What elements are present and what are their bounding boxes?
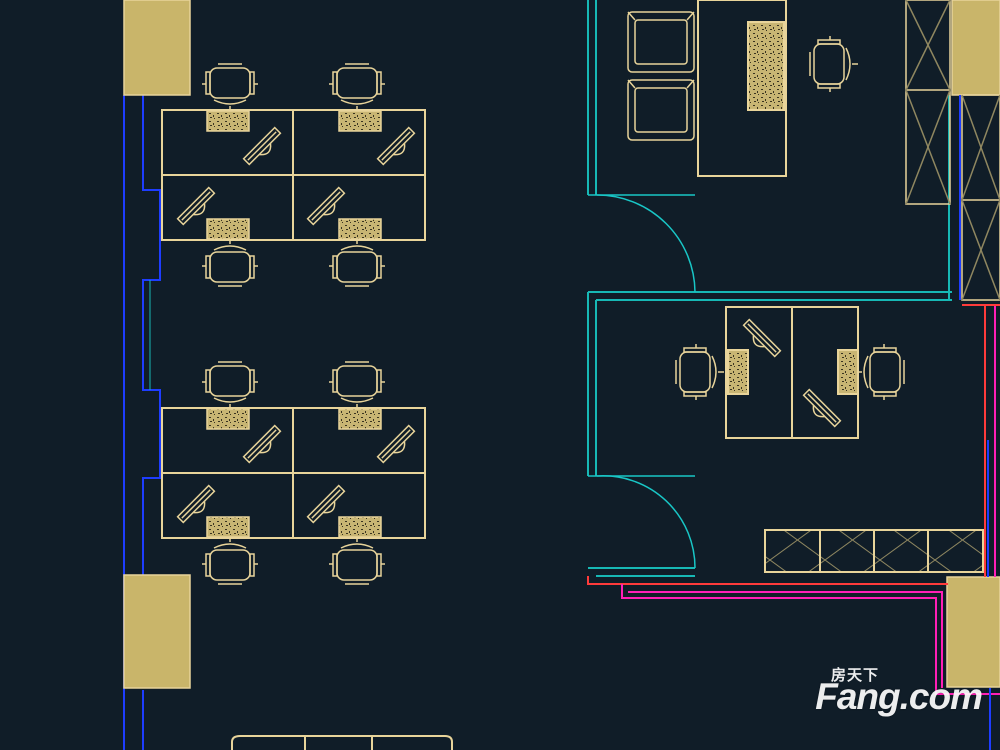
watermark-en: Fang.com xyxy=(815,676,983,717)
monitor-icon xyxy=(176,186,216,226)
office-chair-icon xyxy=(329,361,385,410)
door-swing-icon xyxy=(588,194,696,293)
workstation-cluster-lower xyxy=(161,407,426,539)
watermark-cn: 房天下 xyxy=(830,666,879,684)
monitor-icon xyxy=(742,318,782,358)
cpu-block xyxy=(338,408,382,430)
office-chair-icon xyxy=(202,361,258,410)
cpu-block xyxy=(206,408,250,430)
office-chair-icon xyxy=(202,63,258,112)
monitor-icon xyxy=(176,484,216,524)
cpu-block xyxy=(206,516,250,538)
right-window-wall xyxy=(959,95,991,750)
cpu-block xyxy=(206,218,250,240)
storage-cabinet-icon xyxy=(905,0,1000,301)
monitor-icon xyxy=(306,484,346,524)
column-bottom-left xyxy=(123,574,191,689)
cpu-block xyxy=(206,110,250,132)
structural-columns xyxy=(123,0,1000,689)
column-top-left xyxy=(123,0,191,96)
sofa-icon xyxy=(231,735,453,750)
door-swing-icon xyxy=(588,475,696,569)
column-bottom-right xyxy=(946,576,1000,688)
cpu-block xyxy=(338,516,382,538)
office-chair-icon xyxy=(856,344,905,400)
column-top-right xyxy=(951,0,1000,96)
monitor-icon xyxy=(242,424,282,464)
office-chair-icon xyxy=(202,238,258,287)
office-chair-icon xyxy=(202,536,258,585)
workstation-cluster-upper xyxy=(161,109,426,241)
office-chair-icon xyxy=(329,536,385,585)
manager-desk xyxy=(697,0,787,177)
office-chairs xyxy=(202,63,905,585)
office-chair-icon xyxy=(329,63,385,112)
office-chair-icon xyxy=(675,344,724,400)
monitor-icon xyxy=(376,126,416,166)
monitor-icon xyxy=(802,388,842,428)
monitor-icon xyxy=(306,186,346,226)
cpu-block xyxy=(338,218,382,240)
desk-monitors xyxy=(176,126,842,524)
storage-cabinet-icon xyxy=(764,529,984,573)
cpu-block xyxy=(338,110,382,132)
small-office-desks xyxy=(725,306,859,439)
office-chair-icon xyxy=(329,238,385,287)
monitor-icon xyxy=(242,126,282,166)
monitor-icon xyxy=(376,424,416,464)
outer-wall-lines xyxy=(587,304,1000,695)
armchair-icon xyxy=(627,79,695,141)
partition-walls xyxy=(587,0,952,577)
armchair-icon xyxy=(627,11,858,141)
desk-cpu-blocks xyxy=(206,110,382,538)
watermark-logo: 房天下 Fang.com xyxy=(792,664,983,734)
office-chair-icon xyxy=(809,36,858,92)
armchair-icon xyxy=(627,11,695,73)
